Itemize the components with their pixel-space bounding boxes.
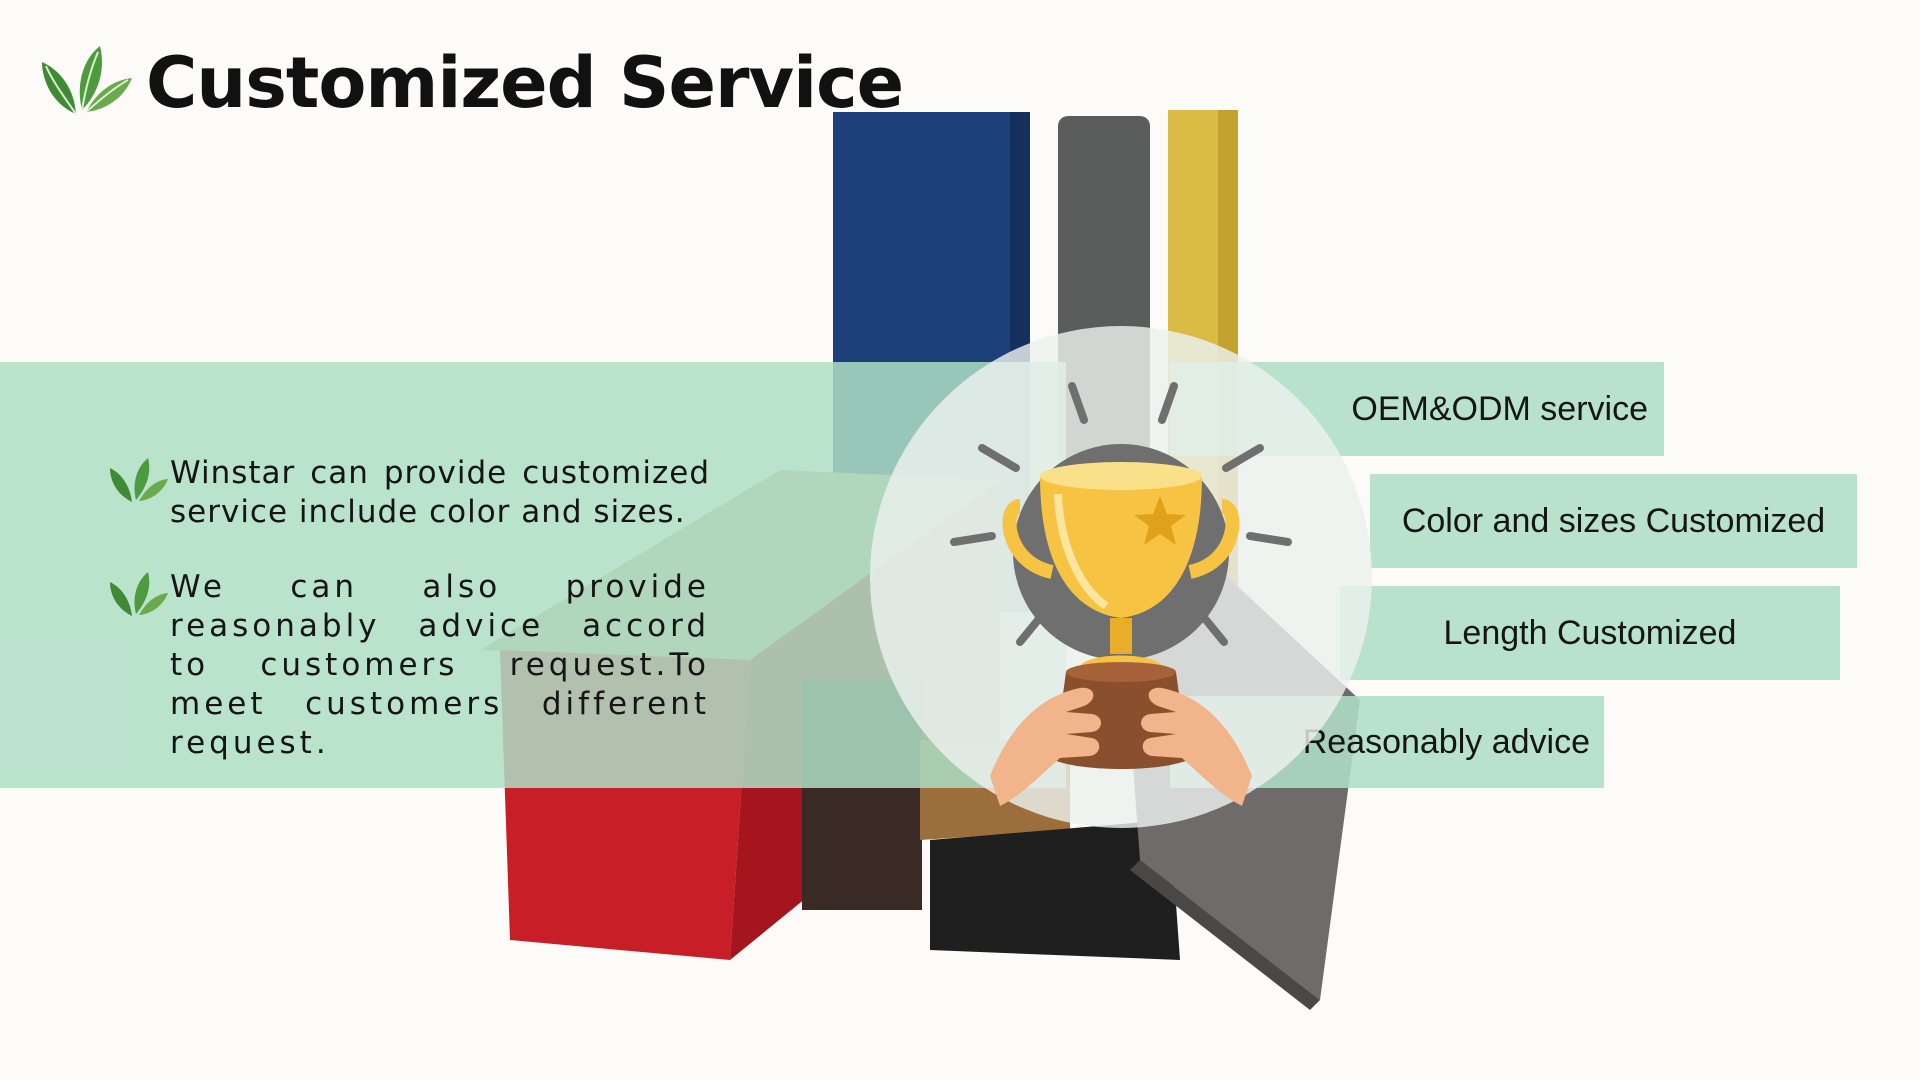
trophy-icon bbox=[870, 326, 1372, 828]
leaf-icon bbox=[110, 572, 168, 616]
bullet-text-customized: Winstar can provide customized service i… bbox=[170, 455, 710, 530]
feature-box-length: Length Customized bbox=[1340, 586, 1840, 680]
bullet-text-advice: We can also provide reasonably advice ac… bbox=[170, 569, 710, 761]
feature-label: OEM&ODM service bbox=[1351, 389, 1648, 428]
feature-box-color-sizes: Color and sizes Customized bbox=[1370, 474, 1857, 568]
page-title: Customized Service bbox=[146, 42, 904, 124]
feature-box-advice: Reasonably advice bbox=[1170, 696, 1604, 788]
leaf-icon bbox=[110, 458, 168, 502]
feature-label: Length Customized bbox=[1443, 613, 1737, 652]
feature-label: Reasonably advice bbox=[1302, 722, 1590, 761]
feature-label: Color and sizes Customized bbox=[1401, 501, 1826, 540]
black-block bbox=[930, 820, 1180, 960]
leaf-logo-icon bbox=[42, 46, 132, 115]
